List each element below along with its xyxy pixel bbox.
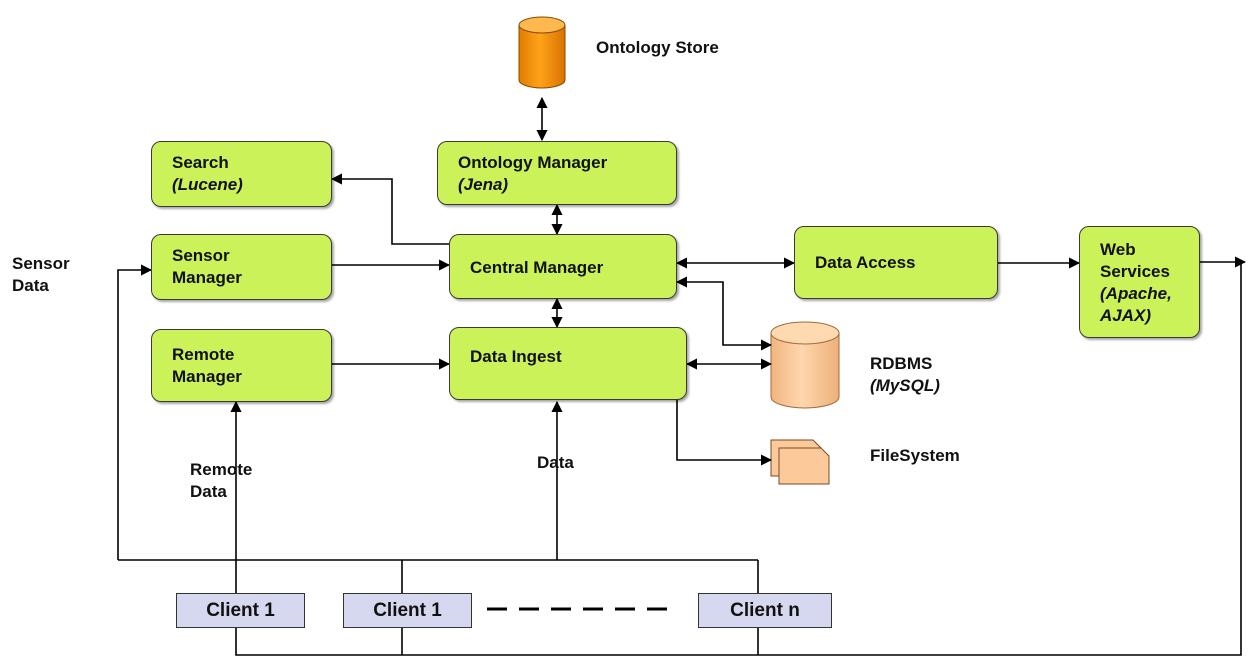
ontology-manager-sub: (Jena) [458,175,509,194]
rdbms-sub: (MySQL) [870,376,940,395]
remote-data-label: Remote Data [190,460,253,501]
client-bus-bottom [235,263,1242,656]
remote-manager-line1: Remote [172,345,235,364]
ontology-manager-title: Ontology Manager [458,153,608,172]
rdbms-title: RDBMS [870,354,933,373]
web-services-line2: Services [1100,262,1170,281]
central-manager-title: Central Manager [470,258,604,277]
client-n[interactable]: Client n [698,593,832,628]
search-sub: (Lucene) [172,175,243,194]
remote-manager-box[interactable]: Remote Manager [151,329,332,402]
web-services-line1: Web [1100,240,1136,259]
filesystem-label: FileSystem [870,446,960,465]
ontology-manager-box[interactable]: Ontology Manager (Jena) [437,141,677,205]
sensor-manager-line2: Manager [172,268,242,287]
rdbms-cylinder [770,321,840,409]
rdbms-label: RDBMS (MySQL) [870,353,940,397]
data-ingest-box[interactable]: Data Ingest [449,327,687,400]
ontology-store-label: Ontology Store [596,38,719,57]
central-manager-box[interactable]: Central Manager [449,234,677,299]
sensor-manager-box[interactable]: Sensor Manager [151,234,332,300]
sensor-manager-line1: Sensor [172,246,230,265]
sensor-data-label: Sensor Data [12,254,70,295]
data-access-box[interactable]: Data Access [794,226,998,299]
remote-manager-line2: Manager [172,367,242,386]
web-services-sub2: AJAX) [1100,306,1152,325]
data-label: Data [537,453,574,472]
data-access-title: Data Access [815,253,916,272]
client-1a[interactable]: Client 1 [176,593,305,628]
filesystem-icon [770,439,830,485]
edge-ingest-filesystem [676,399,773,466]
ontology-store-cylinder [518,16,566,89]
edge-central-rdbms [675,276,773,351]
web-services-sub1: (Apache, [1100,284,1172,303]
edge-central-search [330,173,449,245]
search-title: Search [172,153,229,172]
data-ingest-title: Data Ingest [470,347,562,366]
client-1b[interactable]: Client 1 [343,593,472,628]
edge-sensor-data [117,264,153,560]
search-box[interactable]: Search (Lucene) [151,141,332,207]
web-services-box[interactable]: Web Services (Apache, AJAX) [1079,226,1200,338]
